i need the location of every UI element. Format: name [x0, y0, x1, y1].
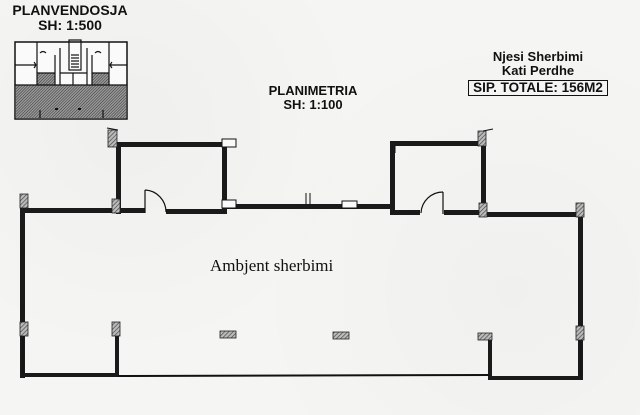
site-plan-thumbnail [14, 39, 128, 120]
unit-floor: Kati Perdhe [501, 63, 575, 79]
site-plan-scale: SH: 1:500 [38, 17, 102, 34]
unit-name: Njesi Sherbimi [492, 49, 584, 64]
wall-linings [22, 330, 582, 378]
doors [144, 189, 444, 214]
unit-info-block: Njesi Sherbimi Kati Perdhe SIP. TOTALE: … [458, 49, 618, 97]
floor-plan-scale: SH: 1:100 [283, 97, 343, 113]
structural-columns [19, 129, 585, 341]
floor-plan-walls [20, 141, 583, 380]
floor-plan-heading: PLANIMETRIA SH: 1:100 [253, 83, 373, 113]
floor-plan-title: PLANIMETRIA [268, 83, 358, 98]
annotation-marks [106, 127, 494, 204]
total-area-box: SIP. TOTALE: 156M2 [468, 79, 608, 97]
open-facade-line [117, 374, 491, 377]
room-label-service-area: Ambjent sherbimi [210, 256, 334, 275]
windows [221, 138, 358, 209]
site-plan-title: PLANVENDOSJA [12, 2, 128, 18]
site-plan-heading: PLANVENDOSJA SH: 1:500 [0, 2, 140, 34]
